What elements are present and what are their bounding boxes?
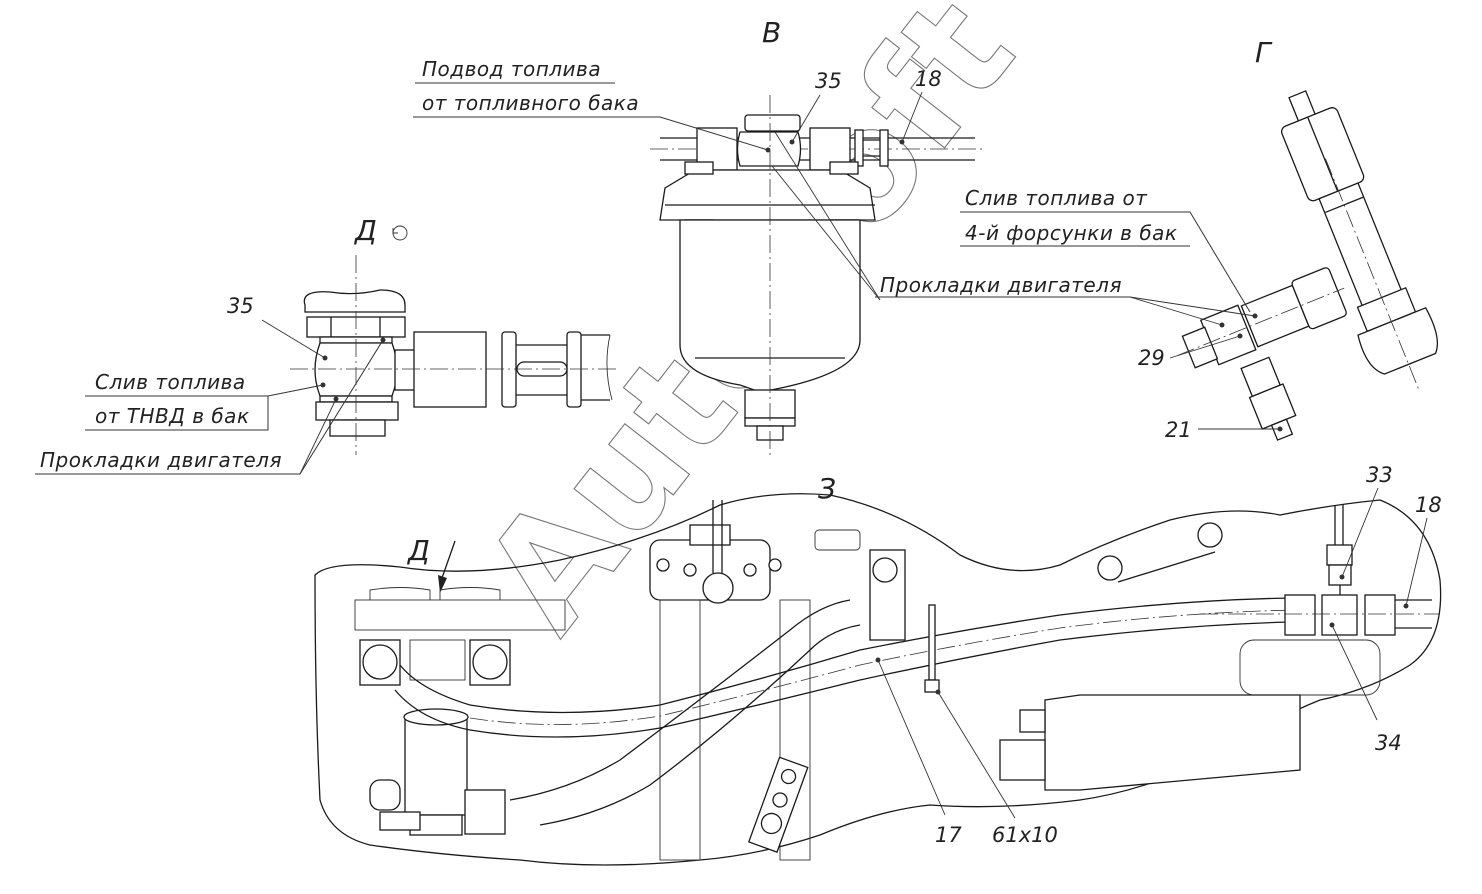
note-engine-gaskets-g: Прокладки двигателя: [880, 273, 1122, 297]
note-drain-injector-2: 4-й форсунки в бак: [965, 221, 1178, 245]
callout-29: 29: [1138, 346, 1165, 370]
callout-17: 17: [935, 823, 962, 847]
view-g-label: Г: [1255, 36, 1273, 69]
view-g: Г Слив топлива от 4-й фор: [875, 36, 1439, 442]
note-engine-gaskets-d: Прокладки двигателя: [40, 448, 282, 472]
view-v: В Подвод топлива от топливного бака: [413, 16, 985, 455]
note-drain-injector-1: Слив топлива от: [965, 186, 1148, 210]
callout-18-v: 18: [915, 67, 942, 91]
callout-34: 34: [1375, 731, 1402, 755]
note-fuel-supply-2: от топливного бака: [422, 91, 639, 115]
callout-61x10: 61x10: [992, 823, 1058, 847]
callout-18-z: 18: [1415, 493, 1442, 517]
note-drain-pump-2: от ТНВД в бак: [95, 404, 250, 428]
note-drain-pump-1: Слив топлива: [95, 370, 246, 394]
callout-21: 21: [1165, 418, 1192, 442]
view-z-label: З: [818, 472, 836, 505]
callout-35-d: 35: [227, 294, 254, 318]
callout-33: 33: [1366, 463, 1393, 487]
view-d-label: Д: [353, 214, 377, 247]
note-fuel-supply-1: Подвод топлива: [422, 57, 601, 81]
callout-35-v: 35: [815, 69, 842, 93]
view-z: З Д: [314, 463, 1442, 866]
view-v-label: В: [762, 16, 781, 49]
view-d: Д 35 Слив топлива от ТНВД в бак: [35, 214, 618, 475]
view-d-arrow-label: Д: [406, 534, 430, 567]
